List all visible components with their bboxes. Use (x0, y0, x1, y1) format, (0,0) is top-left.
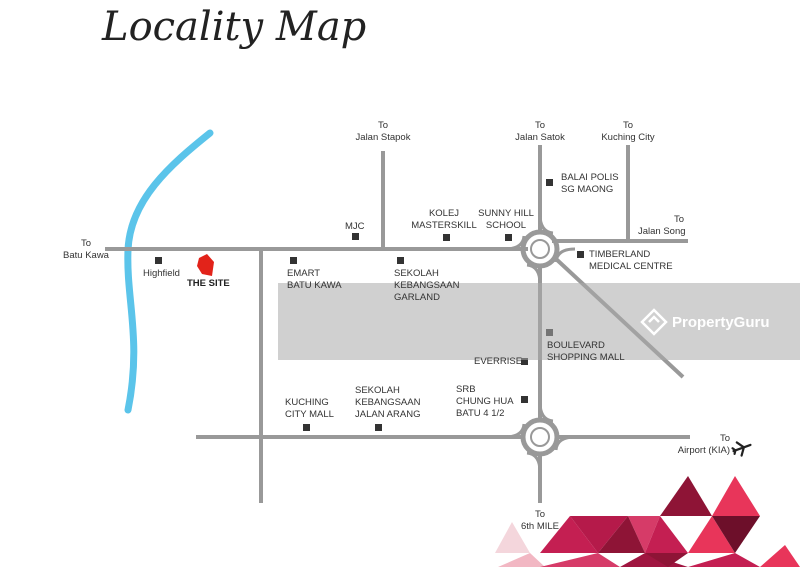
marker-everrise (521, 358, 528, 365)
label-emart: EMART BATU KAWA (287, 268, 342, 291)
roundabout-south (504, 401, 576, 473)
label-to-jalan-song: To Jalan Song (638, 214, 686, 237)
marker-timberland (577, 251, 584, 258)
marker-mjc (352, 233, 359, 240)
marker-balai-polis (546, 179, 553, 186)
label-to-jalan-satok: To Jalan Satok (515, 120, 565, 143)
marker-masterskill (443, 234, 450, 241)
label-mjc: MJC (345, 221, 365, 232)
label-to-jalan-stapok: To Jalan Stapok (355, 120, 411, 143)
watermark-band (278, 283, 800, 360)
label-sunny-hill: SUNNY HILL SCHOOL (478, 208, 534, 231)
label-to-batu-kawa: To Batu Kawa (63, 238, 109, 261)
label-to-airport: To Airport (KIA) (677, 433, 730, 456)
marker-garland (397, 257, 404, 264)
label-the-site: THE SITE (187, 278, 230, 289)
marker-sunny-hill (505, 234, 512, 241)
site-marker (197, 254, 214, 276)
label-to-kuching-city: To Kuching City (601, 120, 655, 143)
propertyguru-logo-icon (640, 308, 668, 336)
marker-emart (290, 257, 297, 264)
label-sk-jalan-arang: SEKOLAH KEBANGSAAN JALAN ARANG (355, 385, 421, 420)
label-sk-garland: SEKOLAH KEBANGSAAN GARLAND (394, 268, 460, 303)
map-title: Locality Map (102, 4, 367, 50)
label-kuching-city-mall: KUCHING CITY MALL (285, 397, 334, 420)
marker-kuching-city-mall (303, 424, 310, 431)
roundabout-north (504, 213, 576, 285)
label-balai-polis: BALAI POLIS SG MAONG (561, 172, 619, 195)
label-kolej-masterskill: KOLEJ MASTERSKILL (411, 208, 477, 231)
label-highfield: Highfield (143, 268, 180, 279)
watermark-text: PropertyGuru (672, 314, 770, 331)
decorative-triangles (495, 476, 800, 567)
label-timberland: TIMBERLAND MEDICAL CENTRE (589, 249, 673, 272)
label-to-6th-mile: To 6th MILE (520, 509, 560, 532)
marker-highfield (155, 257, 162, 264)
marker-srb (521, 396, 528, 403)
airplane-icon (731, 441, 752, 457)
label-boulevard: BOULEVARD SHOPPING MALL (547, 340, 625, 363)
marker-jalan-arang (375, 424, 382, 431)
label-everrise: EVERRISE (474, 356, 523, 367)
label-srb-chung-hua: SRB CHUNG HUA BATU 4 1/2 (456, 384, 514, 419)
